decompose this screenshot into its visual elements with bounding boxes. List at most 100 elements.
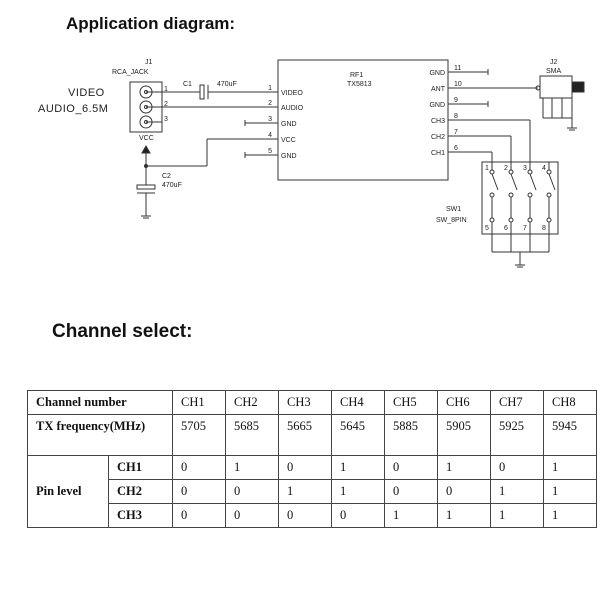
pin-level-cell: 0 bbox=[225, 503, 279, 528]
sw1-top-pin: 4 bbox=[542, 165, 546, 172]
label-audio: AUDIO_6.5M bbox=[38, 103, 108, 115]
pin-level-cell: 0 bbox=[172, 479, 226, 504]
application-diagram-heading: Application diagram: bbox=[66, 14, 236, 33]
pin-level-cell: 0 bbox=[278, 455, 332, 480]
sw1-bottom-pin: 7 bbox=[523, 225, 527, 232]
pin-level-cell: 1 bbox=[543, 503, 597, 528]
pin-level-cell: 0 bbox=[437, 479, 491, 504]
rf1-right-pin-name: GND bbox=[429, 102, 445, 109]
rf1-left-pin-num: 4 bbox=[268, 132, 272, 139]
channel-header: CH2 bbox=[225, 390, 279, 415]
pin-level-cell: 1 bbox=[490, 503, 544, 528]
tx-frequency-label: TX frequency(MHz) bbox=[27, 414, 173, 456]
channel-header: CH4 bbox=[331, 390, 385, 415]
rf1-ref: RF1 bbox=[350, 72, 363, 79]
channel-number-label: Channel number bbox=[27, 390, 173, 415]
pin-level-cell: 0 bbox=[172, 455, 226, 480]
pin-level-cell: 1 bbox=[331, 455, 385, 480]
frequency-cell: 5705 bbox=[172, 414, 226, 456]
pin-level-cell: 0 bbox=[490, 455, 544, 480]
pin-name: CH3 bbox=[108, 503, 173, 528]
rf1-left-pin-num: 2 bbox=[268, 100, 272, 107]
pin-level-cell: 1 bbox=[437, 455, 491, 480]
channel-header: CH6 bbox=[437, 390, 491, 415]
rf1-left-pin-num: 3 bbox=[268, 116, 272, 123]
rf1-left-pin-name: AUDIO bbox=[281, 105, 304, 112]
rf1-right-pin-name: GND bbox=[429, 70, 445, 77]
pin-level-cell: 1 bbox=[384, 503, 438, 528]
frequency-cell: 5925 bbox=[490, 414, 544, 456]
sw1-ref: SW1 bbox=[446, 206, 461, 213]
rf1-left-pin-num: 5 bbox=[268, 148, 272, 155]
j1-pin-1: 1 bbox=[164, 86, 168, 93]
capacitor-c1: C1 470uF bbox=[162, 81, 276, 108]
pin-level-cell: 0 bbox=[384, 479, 438, 504]
label-video: VIDEO bbox=[68, 87, 105, 99]
j2-name: SMA bbox=[546, 68, 562, 75]
sma-j2: J2 SMA bbox=[535, 59, 585, 131]
frequency-cell: 5945 bbox=[543, 414, 597, 456]
pin-level-cell: 1 bbox=[278, 479, 332, 504]
rf1-left-pin-name: GND bbox=[281, 153, 297, 160]
c1-ref: C1 bbox=[183, 81, 192, 88]
frequency-cell: 5885 bbox=[384, 414, 438, 456]
pin-level-label: Pin level bbox=[27, 455, 109, 528]
channel-header: CH7 bbox=[490, 390, 544, 415]
pin-level-cell: 0 bbox=[384, 455, 438, 480]
pin-name: CH2 bbox=[108, 479, 173, 504]
frequency-cell: 5665 bbox=[278, 414, 332, 456]
pin-level-cell: 1 bbox=[225, 455, 279, 480]
pin-level-cell: 1 bbox=[437, 503, 491, 528]
rca-jack-j1: J1 RCA_JACK VIDEO AUDIO_6.5M 1 2 3 bbox=[38, 59, 168, 133]
sw1-bottom-pin: 6 bbox=[504, 225, 508, 232]
rf1-right-pin-num: 8 bbox=[454, 113, 458, 120]
c2-value: 470uF bbox=[162, 182, 182, 189]
rf1-right-pin-num: 7 bbox=[454, 129, 458, 136]
channel-select-heading: Channel select: bbox=[52, 321, 193, 342]
j2-ref: J2 bbox=[550, 59, 558, 66]
rf1-left-pin-num: 1 bbox=[268, 85, 272, 92]
frequency-cell: 5645 bbox=[331, 414, 385, 456]
pin-name: CH1 bbox=[108, 455, 173, 480]
rf1-right-pin-name: ANT bbox=[431, 86, 446, 93]
rf1-right-pin-num: 9 bbox=[454, 97, 458, 104]
pin-level-cell: 0 bbox=[278, 503, 332, 528]
pin-level-cell: 1 bbox=[543, 479, 597, 504]
frequency-cell: 5905 bbox=[437, 414, 491, 456]
rf1-right-pin-name: CH2 bbox=[431, 134, 445, 141]
pin-level-cell: 0 bbox=[225, 479, 279, 504]
rf1-left-pin-name: VCC bbox=[281, 137, 296, 144]
frequency-cell: 5685 bbox=[225, 414, 279, 456]
sw1-bottom-pin: 8 bbox=[542, 225, 546, 232]
rf1-right-pin-num: 11 bbox=[454, 65, 461, 72]
pin-level-cell: 1 bbox=[490, 479, 544, 504]
rf1-right-pin-num: 6 bbox=[454, 145, 458, 152]
vcc-c2: VCC C2 470uF bbox=[136, 135, 276, 219]
pin-level-cell: 0 bbox=[331, 503, 385, 528]
j1-pin-3: 3 bbox=[164, 116, 168, 123]
j1-name: RCA_JACK bbox=[112, 69, 149, 76]
sw1-top-pin: 3 bbox=[523, 165, 527, 172]
c1-value: 470uF bbox=[217, 81, 237, 88]
vcc-label: VCC bbox=[139, 135, 154, 142]
rf1-left-pin-name: VIDEO bbox=[281, 90, 303, 97]
rf1-part: TX5813 bbox=[347, 81, 372, 88]
schematic: J1 RCA_JACK VIDEO AUDIO_6.5M 1 2 3 C1 47… bbox=[38, 59, 585, 268]
pin-level-cell: 1 bbox=[543, 455, 597, 480]
j1-pin-2: 2 bbox=[164, 101, 168, 108]
rf1-right-pin-name: CH1 bbox=[431, 150, 445, 157]
sw1-bottom-pin: 5 bbox=[485, 225, 489, 232]
rf1-right-pin-num: 10 bbox=[454, 81, 462, 88]
c2-ref: C2 bbox=[162, 173, 171, 180]
channel-header: CH8 bbox=[543, 390, 597, 415]
channel-header: CH3 bbox=[278, 390, 332, 415]
sw1-top-pin: 1 bbox=[485, 165, 489, 172]
